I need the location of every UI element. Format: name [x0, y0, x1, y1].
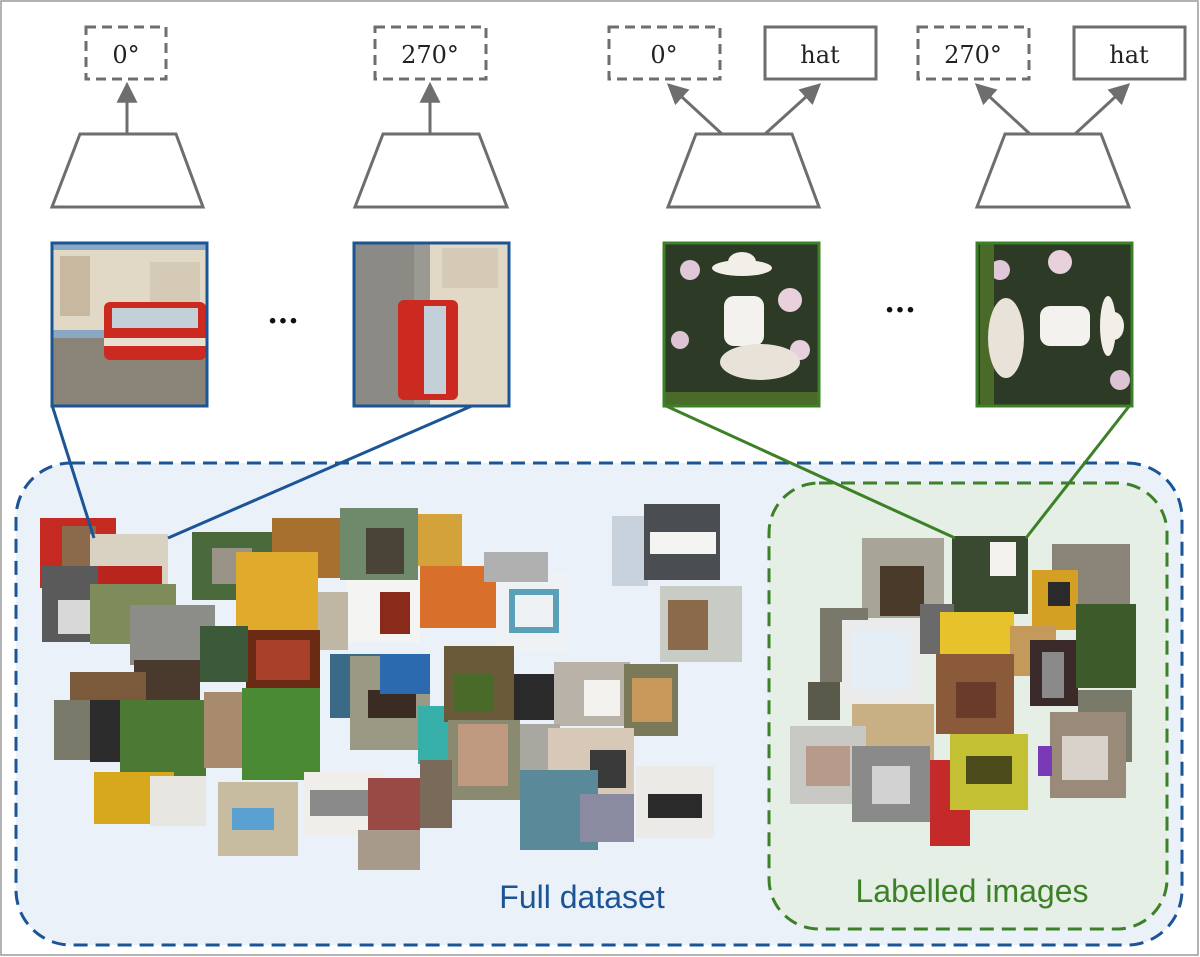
- tram-image-270deg: [352, 241, 511, 408]
- head-rotation-4-label: 270°: [944, 41, 1002, 69]
- connector-green-right: [1024, 404, 1132, 539]
- head-class-4-label: hat: [1109, 41, 1149, 69]
- head-rotation-3-label: 0°: [650, 41, 677, 69]
- head-class-4: [1072, 25, 1187, 81]
- network-trapezoid-1: [49, 132, 206, 209]
- head-rotation-2: [373, 25, 488, 81]
- connector-blue-right: [167, 403, 475, 540]
- hat-image-0deg: [662, 241, 821, 408]
- arrow-3b: [763, 83, 822, 136]
- head-rotation-4: [916, 25, 1031, 81]
- full-dataset-collage: [40, 504, 742, 870]
- head-rotation-1-label: 0°: [112, 41, 139, 69]
- hat-image-270deg: [975, 241, 1134, 408]
- head-class-3-label: hat: [800, 41, 840, 69]
- ellipsis-right: ...: [884, 285, 915, 320]
- head-class-3: [763, 25, 878, 81]
- arrow-4b: [1073, 83, 1131, 136]
- arrow-4a: [974, 83, 1032, 136]
- connector-blue-left: [50, 404, 96, 539]
- labelled-images-label: Labelled images: [855, 873, 1088, 909]
- network-trapezoid-3: [665, 132, 822, 209]
- network-trapezoid-2: [352, 132, 510, 209]
- head-rotation-1: [84, 25, 168, 81]
- connector-green-left: [663, 403, 956, 540]
- arrow-3a: [666, 83, 724, 136]
- full-dataset-label: Full dataset: [499, 879, 665, 915]
- head-rotation-3: [607, 25, 722, 81]
- head-rotation-2-label: 270°: [401, 41, 459, 69]
- tram-image-0deg: [50, 241, 209, 408]
- labelled-images-collage: [790, 536, 1136, 846]
- network-trapezoid-4: [974, 132, 1132, 209]
- ellipsis-left: ...: [267, 296, 298, 331]
